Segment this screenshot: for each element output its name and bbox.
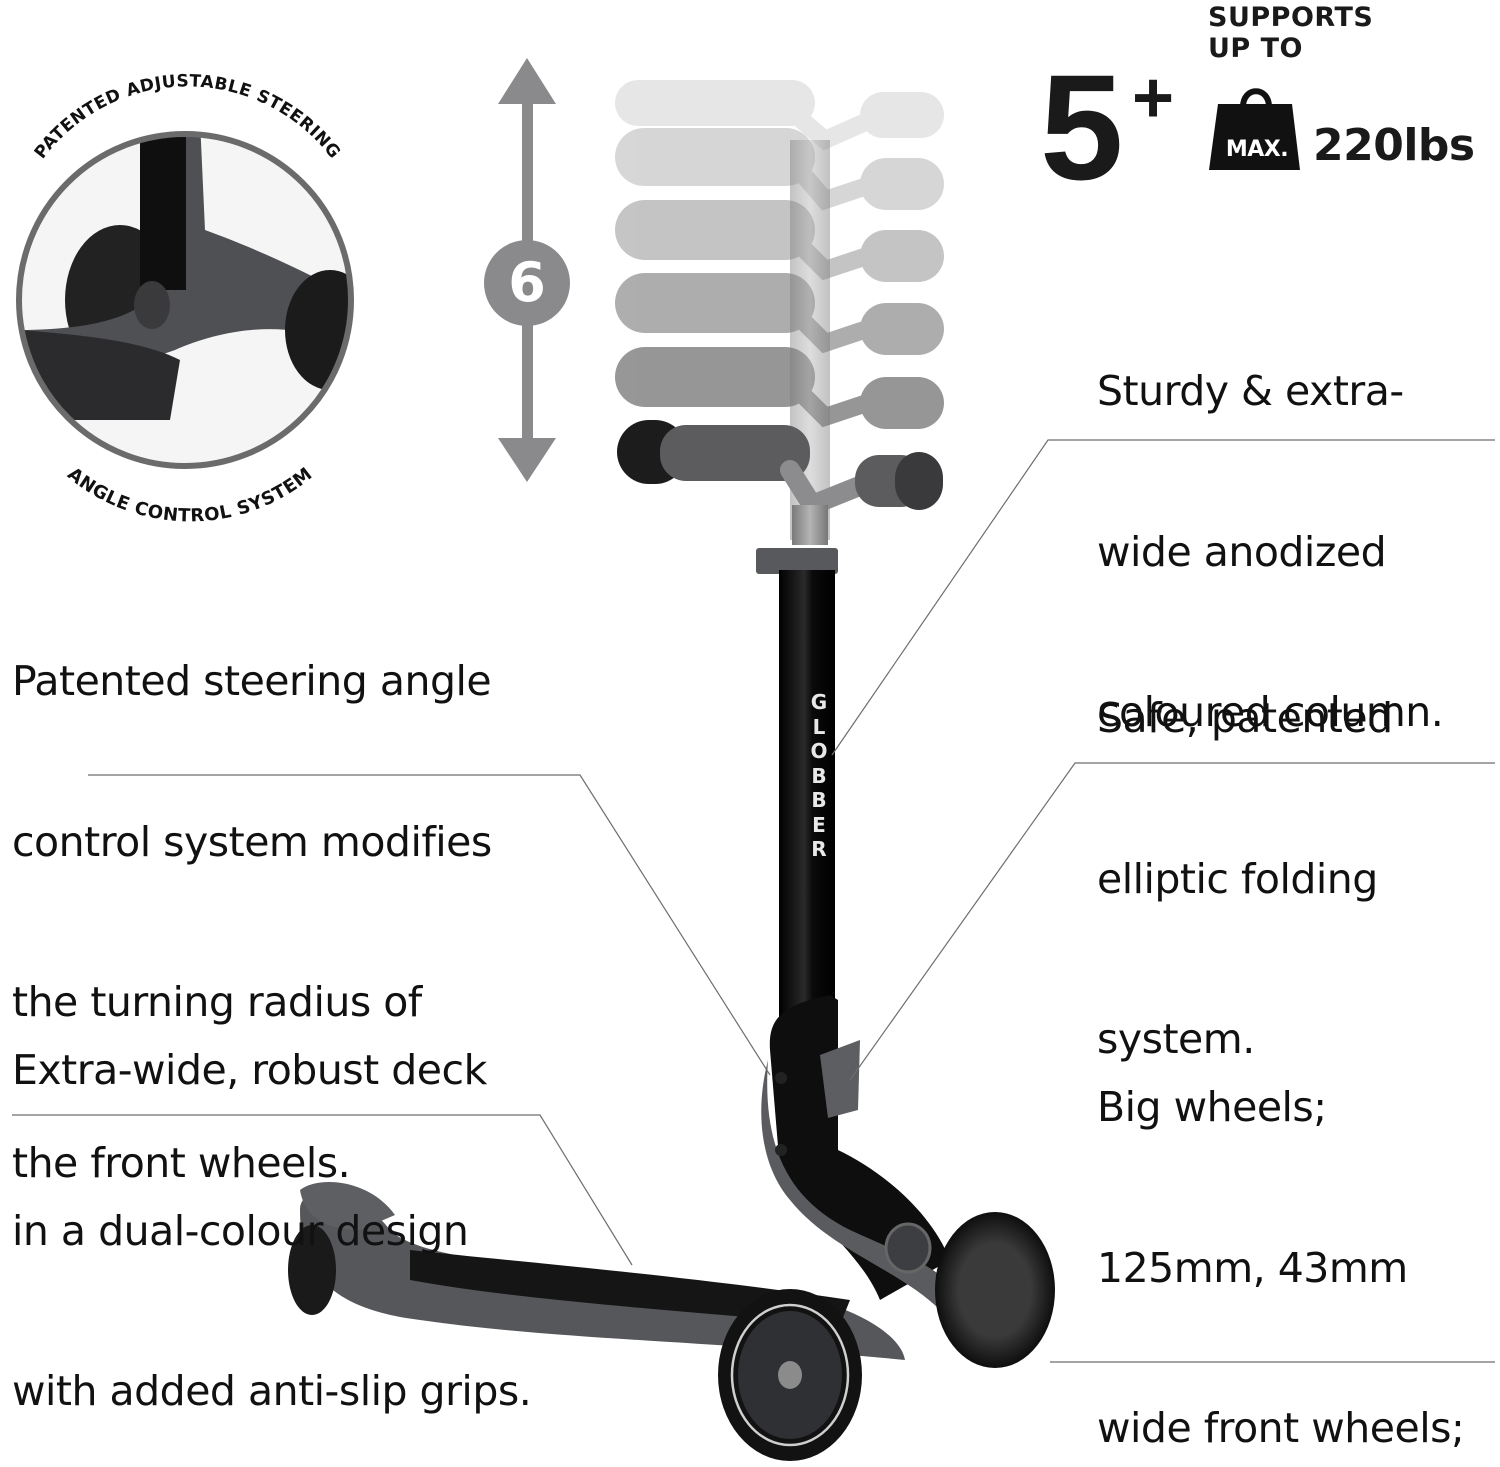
feature-column: Sturdy & extra- wide anodized coloured c… [1097, 258, 1444, 847]
age-plus: + [1132, 58, 1175, 138]
age-number: 5 [1040, 43, 1123, 211]
weight-icon-label: MAX. [1225, 137, 1289, 162]
feature-steering-line: control system modifies [12, 817, 492, 866]
height-positions-badge: 6 [484, 240, 570, 326]
steering-inset [19, 134, 351, 466]
feature-deck-line: Extra-wide, robust deck [12, 1046, 487, 1094]
feature-wheels: Big wheels; 125mm, 43mm wide front wheel… [1097, 974, 1465, 1467]
rear-wheel [288, 1225, 336, 1315]
handlebar-ghost-2 [615, 128, 944, 211]
supports-label: SUPPORTS UP TO [1208, 2, 1373, 64]
feature-deck-line: with added anti-slip grips. [12, 1367, 532, 1415]
feature-folding-line: Safe, patented [1097, 694, 1393, 742]
folding-lever [820, 1040, 860, 1118]
leader-line-deck [12, 1114, 633, 1266]
supports-line-1: SUPPORTS [1208, 2, 1374, 33]
front-wheel-left [718, 1289, 862, 1461]
kettlebell-weight-icon [1209, 88, 1300, 170]
deck-grip [410, 1250, 850, 1325]
feature-steering: Patented steering angle control system m… [12, 548, 492, 1297]
feature-wheels-line: 125mm, 43mm [1097, 1243, 1408, 1292]
feature-column-line: wide anodized [1097, 527, 1387, 576]
max-weight-value: 220lbs [1313, 120, 1475, 171]
leader-lines [12, 439, 1495, 1363]
leader-line-folding [849, 762, 1495, 1081]
column-clamp [756, 548, 838, 574]
feature-folding: Safe, patented elliptic folding system. [1097, 585, 1393, 1174]
handlebar-ghost-5 [615, 347, 944, 429]
feature-steering-line: the front wheels. [12, 1138, 351, 1187]
feature-steering-line: the turning radius of [12, 978, 422, 1026]
column-brand-logo: GLOBBER [810, 690, 828, 861]
leader-line-column [831, 439, 1495, 756]
rear-brake [300, 1182, 395, 1230]
feature-deck: Extra-wide, robust deck in a dual-colour… [12, 937, 532, 1467]
handlebar-ghost-3 [615, 200, 944, 282]
feature-folding-line: elliptic folding [1097, 854, 1378, 903]
handlebar-current [617, 420, 943, 518]
inset-ring [16, 131, 354, 469]
front-wheel-right [935, 1212, 1055, 1368]
feature-wheels-line: Big wheels; [1097, 1083, 1327, 1131]
leader-line-steering [88, 774, 771, 1076]
feature-column-line: Sturdy & extra- [1097, 367, 1404, 415]
handlebar-ghost-4 [615, 273, 944, 355]
inset-bottom-label: ANGLE CONTROL SYSTEM [63, 463, 316, 526]
anodized-column [779, 570, 835, 1050]
handlebar-positions [615, 80, 944, 545]
supports-line-2: UP TO [1208, 33, 1303, 64]
feature-deck-line: in a dual-colour design [12, 1206, 469, 1255]
feature-folding-line: system. [1097, 1015, 1255, 1063]
feature-steering-line: Patented steering angle [12, 657, 492, 705]
feature-wheels-line: wide front wheels; [1097, 1404, 1465, 1452]
feature-column-line: coloured column. [1097, 688, 1444, 736]
